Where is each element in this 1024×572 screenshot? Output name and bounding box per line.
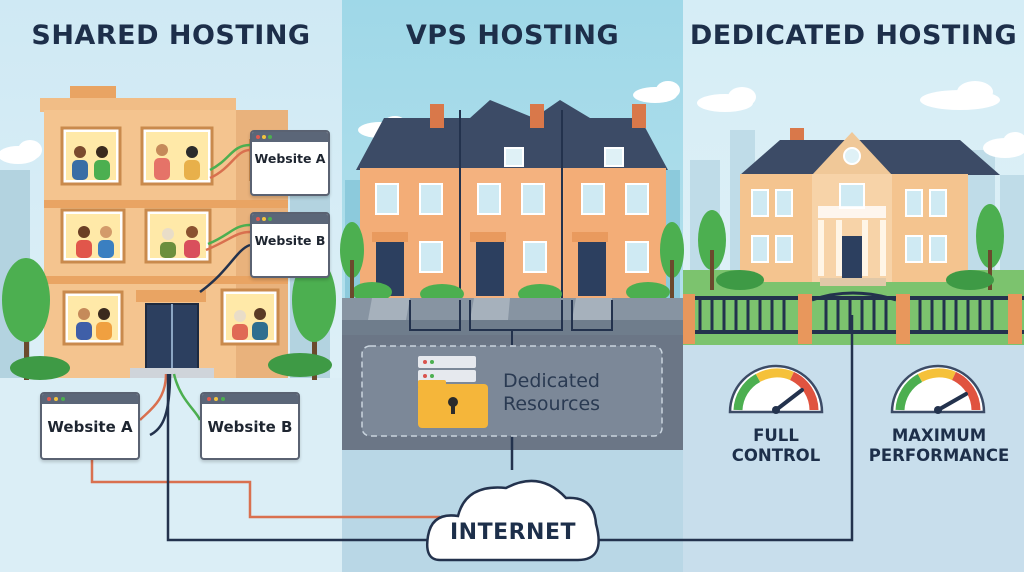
apartment-windows	[60, 126, 280, 346]
dedicated-mansion	[698, 128, 1004, 290]
dedicated-hosting-title: DEDICATED HOSTING	[689, 20, 1018, 51]
full-control-line1: FULL	[753, 426, 799, 445]
shared-hosting-title: SHARED HOSTING	[31, 20, 311, 51]
gauge-maximum-performance	[890, 364, 986, 414]
website-card-label: Website B	[254, 233, 326, 248]
website-card-b-ground: Website B	[200, 392, 300, 460]
dedicated-resources-box	[361, 345, 663, 437]
internet-cloud	[426, 479, 600, 562]
trees-left	[2, 258, 336, 380]
vps-hosting-title: VPS HOSTING	[405, 20, 620, 51]
resources-label-line2: Resources	[503, 393, 601, 415]
mansion-fence	[683, 291, 1024, 344]
website-card-b-window: Website B	[250, 212, 330, 278]
residents	[72, 144, 268, 340]
full-control-line2: CONTROL	[731, 446, 821, 465]
internet-connection-lines	[90, 315, 854, 542]
vps-townhouses	[340, 100, 684, 345]
full-control-label: FULL CONTROL	[716, 426, 836, 466]
website-card-label: Website B	[207, 418, 293, 436]
website-card-label: Website A	[47, 418, 133, 436]
shared-window-cables	[139, 143, 251, 437]
website-card-label: Website A	[254, 151, 326, 166]
dedicated-resources-label: Dedicated Resources	[503, 370, 600, 416]
maximum-performance-label: MAXIMUM PERFORMANCE	[866, 426, 1012, 466]
website-card-a-window: Website A	[250, 130, 330, 196]
internet-label: INTERNET	[449, 520, 577, 545]
maximum-performance-line1: MAXIMUM	[891, 426, 987, 445]
shared-apartment-building	[40, 86, 288, 378]
gauge-full-control	[728, 364, 824, 414]
maximum-performance-line2: PERFORMANCE	[868, 446, 1010, 465]
resources-label-line1: Dedicated	[503, 370, 600, 392]
website-card-a-ground: Website A	[40, 392, 140, 460]
